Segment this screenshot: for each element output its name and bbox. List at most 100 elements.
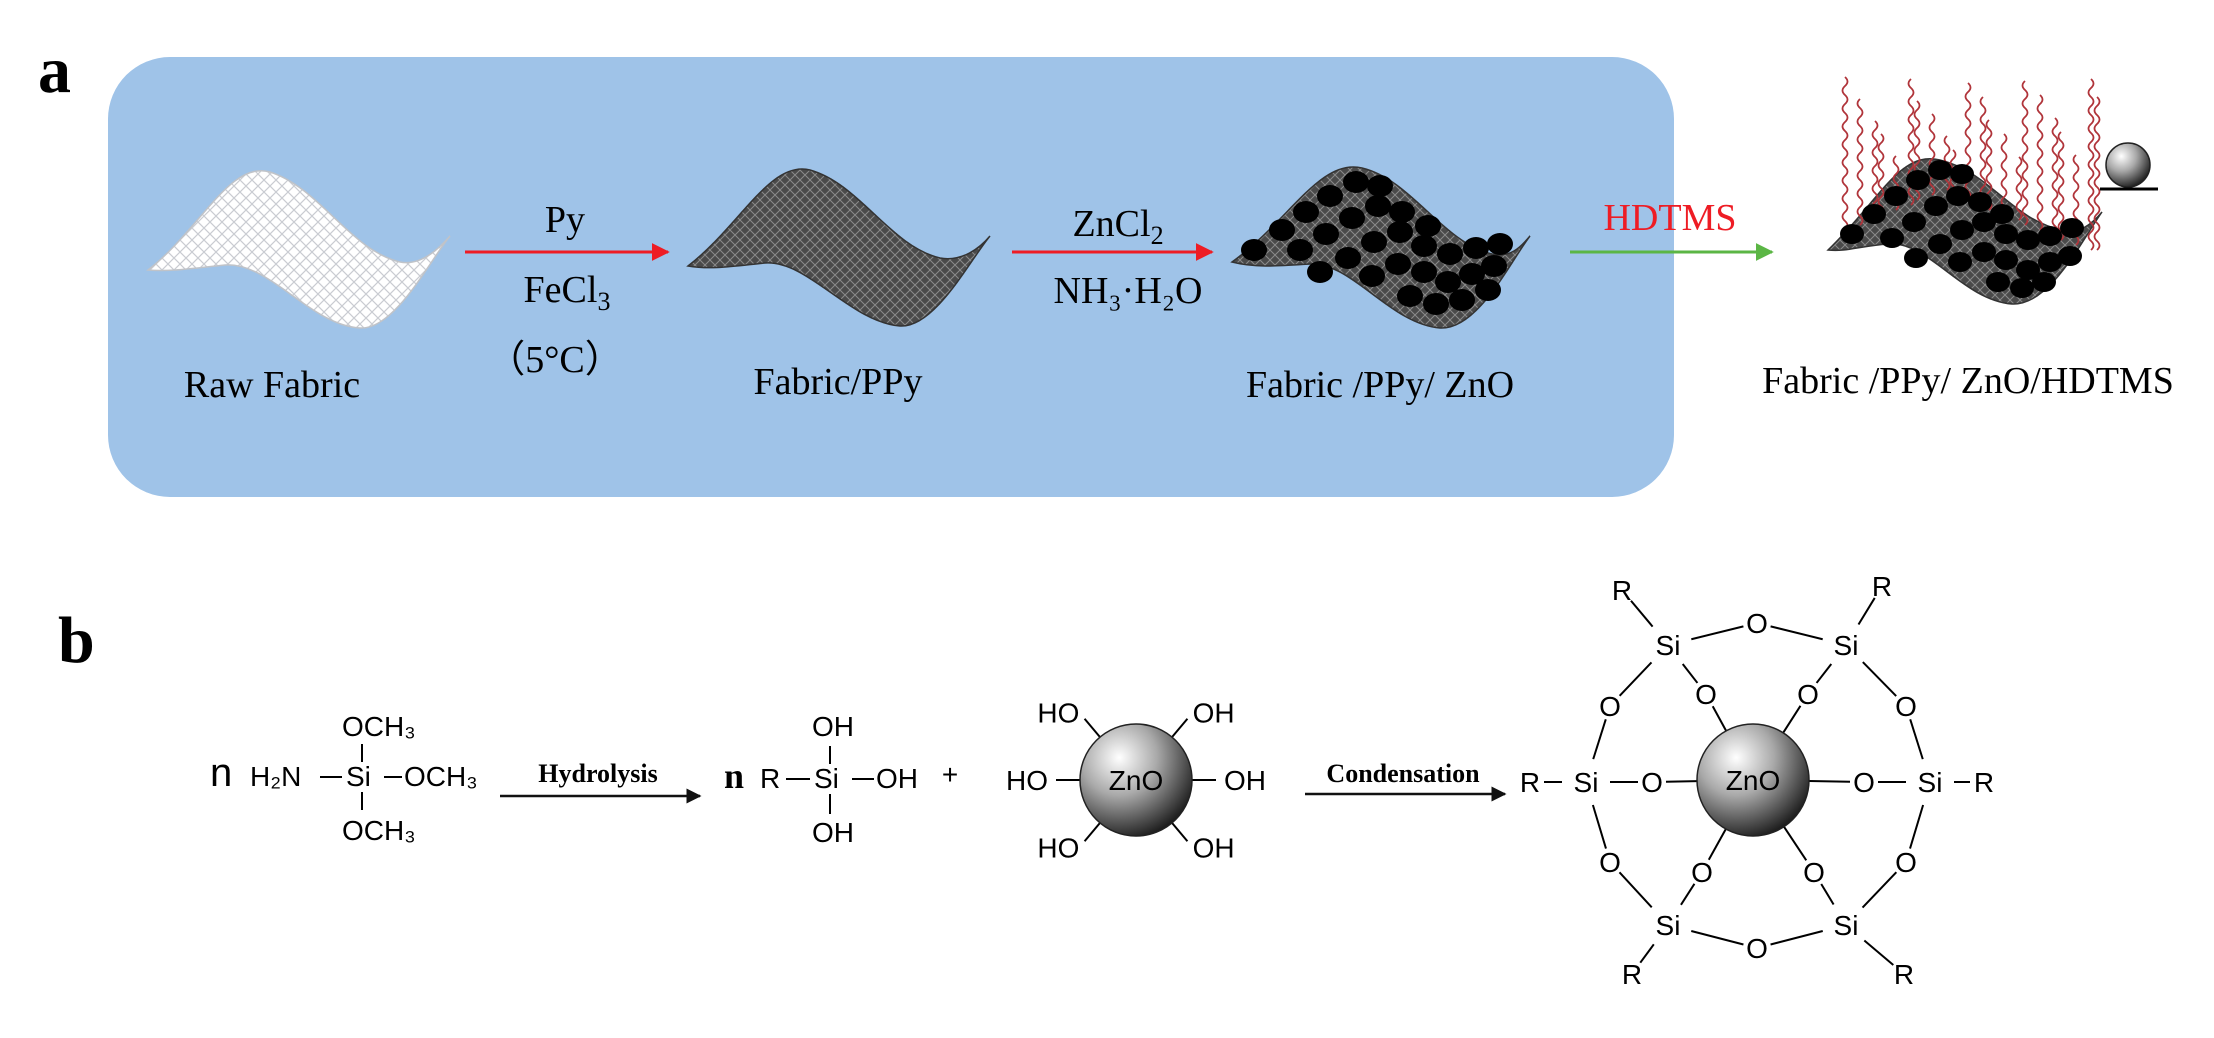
silanol-r: R (760, 763, 780, 794)
silanol-right-oh: OH (876, 763, 918, 794)
zno-nanoparticle (2016, 230, 2040, 250)
zno-nanoparticle (1359, 265, 1385, 287)
zno-nanoparticle (1950, 220, 1974, 240)
zno-nanoparticle (1475, 279, 1501, 301)
silicon-atom: Si (1656, 630, 1681, 661)
panel-b-letter: b (58, 604, 95, 677)
ppy-fabric-icon (686, 168, 991, 327)
zno-nanoparticle (1906, 170, 1930, 190)
zno-nanoparticle (1389, 201, 1415, 223)
oxygen-atom: O (1746, 933, 1768, 964)
ppy-fabric-label: Fabric/PPy (754, 361, 923, 403)
zno-nanoparticle (1948, 252, 1972, 272)
zno-nanoparticle (1902, 212, 1926, 232)
hdtms-chain (1856, 98, 1864, 226)
hydroxyl-group: OH (1224, 765, 1266, 796)
zno-nanoparticle (1365, 195, 1391, 217)
silane-si: Si (346, 761, 371, 792)
step1-fecl3: FeCl3 (524, 269, 611, 316)
step2-zncl2: ZnCl2 (1072, 203, 1163, 250)
hdtms-chain (2051, 117, 2059, 236)
step3-hdtms-label: HDTMS (1603, 197, 1736, 239)
panel-a: a Raw Fabric Py FeCl3 （5°C） Fabric/PPy Z… (38, 34, 2174, 497)
oxygen-atom: O (1853, 767, 1875, 798)
product-zno-label: ZnO (1726, 765, 1780, 796)
oxygen-atom: O (1599, 847, 1621, 878)
oxygen-atom: O (1746, 608, 1768, 639)
hdtms-chain (2021, 80, 2029, 226)
silicon-atom: Si (1656, 910, 1681, 941)
silanol-si: Si (814, 763, 839, 794)
silicon-atom: Si (1834, 630, 1859, 661)
zno-nanoparticle (1840, 224, 1864, 244)
zno-nanoparticle (1415, 215, 1441, 237)
panel-a-letter: a (38, 34, 71, 107)
zno-nanoparticle (1411, 261, 1437, 283)
zno-fabric-icon (1230, 166, 1531, 329)
oxygen-atom: O (1895, 691, 1917, 722)
zno-nanoparticle (1397, 285, 1423, 307)
silane-amine-group: H₂N (250, 761, 301, 792)
product-zno-sphere (1696, 723, 1810, 837)
hydroxyl-group: OH (1193, 832, 1235, 863)
zno-nanoparticle (1307, 261, 1333, 283)
zno-nanoparticle (1367, 175, 1393, 197)
zno-nanoparticle (1293, 201, 1319, 223)
zno-nanoparticle (1335, 247, 1361, 269)
zno-nanoparticle (1481, 255, 1507, 277)
hydroxyl-group: HO (1037, 832, 1079, 863)
zno-nanoparticle (1862, 204, 1886, 224)
hdtms-fabric-icon (1826, 76, 2103, 305)
step1-temperature: （5°C） (487, 339, 623, 381)
panel-b: b n H₂N Si OCH₃ OCH₃ OCH₃ Hydrolysis n R… (58, 571, 1994, 990)
hdtms-chain (2087, 78, 2095, 251)
zno-sphere (1079, 723, 1193, 837)
r-group: R (1974, 767, 1994, 798)
r-group: R (1622, 959, 1642, 990)
zno-nanoparticle (1387, 221, 1413, 243)
zno-nanoparticle (1972, 212, 1996, 232)
hdtms-chain (1841, 76, 1849, 231)
zno-nanoparticle (2038, 226, 2062, 246)
hdtms-chain (2015, 156, 2023, 221)
coefficient-n-2: n (724, 756, 744, 796)
silicon-atom: Si (1918, 767, 1943, 798)
zno-nanoparticle (1463, 237, 1489, 259)
hdtms-chain (2000, 133, 2008, 216)
silicon-atom: Si (1834, 910, 1859, 941)
hdtms-chain (1871, 120, 1879, 221)
hdtms-fabric-label: Fabric /PPy/ ZnO/HDTMS (1762, 360, 2174, 402)
silicon-atom: Si (1574, 767, 1599, 798)
zno-nanoparticle (1449, 289, 1475, 311)
zno-nanoparticle (1435, 271, 1461, 293)
zno-nanoparticle (1924, 196, 1948, 216)
hdtms-chain (2093, 96, 2101, 251)
zno-nanoparticle (1968, 192, 1992, 212)
zno-nanoparticle (1946, 186, 1970, 206)
condensation-label: Condensation (1326, 759, 1480, 788)
zno-nanoparticle (1994, 224, 2018, 244)
hdtms-chain (1979, 96, 1987, 206)
zno-nanoparticle (1950, 164, 1974, 184)
zno-nanoparticle (1287, 239, 1313, 261)
zno-nanoparticle (2016, 260, 2040, 280)
silanol-bottom-oh: OH (812, 817, 854, 848)
oxygen-atom: O (1599, 691, 1621, 722)
zno-nanoparticle (1904, 248, 1928, 268)
zno-nanoparticle (1487, 233, 1513, 255)
zno-nanoparticle (1317, 185, 1343, 207)
oxygen-atom: O (1695, 679, 1717, 710)
zno-fabric-label: Fabric /PPy/ ZnO (1246, 364, 1514, 406)
oxygen-atom: O (1895, 847, 1917, 878)
silane-bottom-group: OCH₃ (342, 815, 416, 846)
zno-nanoparticle (2032, 272, 2056, 292)
hydroxyl-group: HO (1006, 765, 1048, 796)
raw-fabric-icon (146, 169, 451, 329)
zno-nanoparticle (1928, 234, 1952, 254)
silane-right-group: OCH₃ (404, 761, 478, 792)
raw-fabric-label: Raw Fabric (184, 364, 360, 406)
hdtms-chain (2036, 94, 2044, 231)
step1-py: Py (545, 199, 585, 241)
zno-nanoparticle (1972, 242, 1996, 262)
